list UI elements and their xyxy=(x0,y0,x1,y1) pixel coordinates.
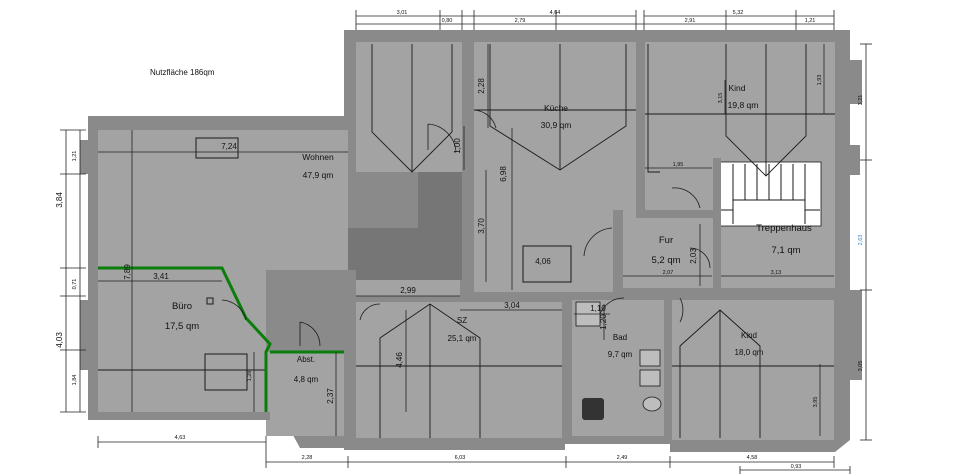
sink xyxy=(639,369,661,387)
dim-top-6: 5,32 xyxy=(733,10,744,16)
dim-top-5: 2,91 xyxy=(685,18,696,24)
dim-6-98: 6,98 xyxy=(499,166,508,182)
room-label-wohnen: Wohnen xyxy=(302,152,334,162)
room-area-kind-2: 18,0 qm xyxy=(735,348,764,357)
room-label-flur: Fur xyxy=(659,235,673,246)
dim-2-99: 2,99 xyxy=(400,286,416,295)
dim-3-15: 3,15 xyxy=(718,93,724,104)
dim-2-37: 2,37 xyxy=(326,388,335,404)
dim-3-95: 3,95 xyxy=(813,397,819,408)
stair-steps xyxy=(718,164,820,224)
corridor xyxy=(356,280,460,300)
room-flur xyxy=(623,218,713,288)
room-area-sz: 25,1 qm xyxy=(448,334,477,343)
sink xyxy=(639,349,661,367)
room-kind-2 xyxy=(672,300,834,440)
wall-stub xyxy=(80,140,90,174)
dim-bottom-2: 2,28 xyxy=(302,455,313,461)
dim-top-4: 4,64 xyxy=(550,10,561,16)
roof-slope-lines xyxy=(98,44,835,438)
room-area-bad: 9,7 qm xyxy=(608,350,633,359)
dim-bottom-3: 6,03 xyxy=(455,455,466,461)
dim-left-1: 1,21 xyxy=(72,151,78,162)
dimension-lines-top xyxy=(355,10,835,30)
dim-1-95: 1,95 xyxy=(673,162,684,168)
room-area-buro: 17,5 qm xyxy=(165,321,199,332)
dim-left-4: 4,03 xyxy=(55,332,64,348)
boiler xyxy=(582,398,604,420)
dim-1-00: 1,00 xyxy=(453,138,462,154)
dim-right-3: 3,05 xyxy=(858,361,864,372)
dim-left-2: 3,84 xyxy=(55,192,64,208)
dim-1-28: 1,28 xyxy=(247,371,253,382)
area-heading: Nutzfläche 186qm xyxy=(150,68,215,77)
room-label-sz: SZ xyxy=(457,316,467,325)
dim-2-28: 2,28 xyxy=(477,78,486,94)
dim-4-46: 4,46 xyxy=(395,352,404,368)
wall-stub xyxy=(850,145,860,175)
dim-3-70: 3,70 xyxy=(477,218,486,234)
dim-3-41: 3,41 xyxy=(153,272,169,281)
room-buro xyxy=(98,270,266,412)
dim-1-10: 1,10 xyxy=(590,304,606,313)
room-sz xyxy=(356,298,562,438)
partition-line xyxy=(98,266,272,412)
room-label-kind-2: Kind xyxy=(741,331,757,340)
room-label-treppenhaus: Treppenhaus xyxy=(756,223,812,234)
toilet xyxy=(642,396,662,412)
room-label-kuche: Küche xyxy=(544,103,568,113)
dim-top-7: 1,21 xyxy=(805,18,816,24)
room-abst xyxy=(266,352,346,436)
stair-zone xyxy=(348,172,462,280)
dim-bottom-5: 4,58 xyxy=(747,455,758,461)
dim-7-24: 7,24 xyxy=(221,142,237,151)
dim-bottom-1: 4,63 xyxy=(175,435,186,441)
dim-bottom-6: 0,93 xyxy=(791,464,802,470)
room-wohnen-upper xyxy=(356,42,462,172)
wall-stub xyxy=(80,300,90,370)
dim-1-93: 1,93 xyxy=(817,75,823,86)
wall-stub xyxy=(850,60,862,104)
dim-2-07: 2,07 xyxy=(663,270,674,276)
dim-right-2: 2,63 xyxy=(858,235,864,246)
dimension-lines-right xyxy=(860,43,872,441)
interior-dimension-lines xyxy=(98,44,834,436)
room-label-kind-1: Kind xyxy=(728,83,745,93)
dimension-lines-bottom xyxy=(97,436,851,474)
dim-4-06: 4,06 xyxy=(535,257,551,266)
room-wohnen xyxy=(98,130,348,270)
room-area-kind-1: 19,8 qm xyxy=(728,100,759,110)
dim-bottom-4: 2,49 xyxy=(617,455,628,461)
dim-3-13: 3,13 xyxy=(771,270,782,276)
dim-1-20: 1,20 xyxy=(599,314,608,330)
room-area-abst: 4,8 qm xyxy=(294,375,319,384)
dim-left-5: 1,84 xyxy=(72,375,78,386)
room-label-buro: Büro xyxy=(172,301,192,312)
dimension-lines-left xyxy=(60,129,86,413)
room-area-wohnen: 47,9 qm xyxy=(303,170,334,180)
dim-top-3: 2,79 xyxy=(515,18,526,24)
room-label-abst: Abst. xyxy=(297,355,315,364)
room-area-flur: 5,2 qm xyxy=(651,255,680,266)
room-area-kuche: 30,9 qm xyxy=(541,120,572,130)
dim-left-3: 0,71 xyxy=(72,279,78,290)
dim-7-89: 7,89 xyxy=(123,264,132,280)
dim-right-1: 3,21 xyxy=(858,95,864,106)
dim-2-03: 2,03 xyxy=(689,248,698,264)
interior-walls xyxy=(88,30,835,450)
wall-stub xyxy=(850,290,862,380)
room-area-treppenhaus: 7,1 qm xyxy=(771,245,800,256)
dim-top-2: 0,80 xyxy=(442,18,453,24)
room-label-bad: Bad xyxy=(613,333,627,342)
dim-top-1: 3,01 xyxy=(397,10,408,16)
dim-3-04: 3,04 xyxy=(504,301,520,310)
